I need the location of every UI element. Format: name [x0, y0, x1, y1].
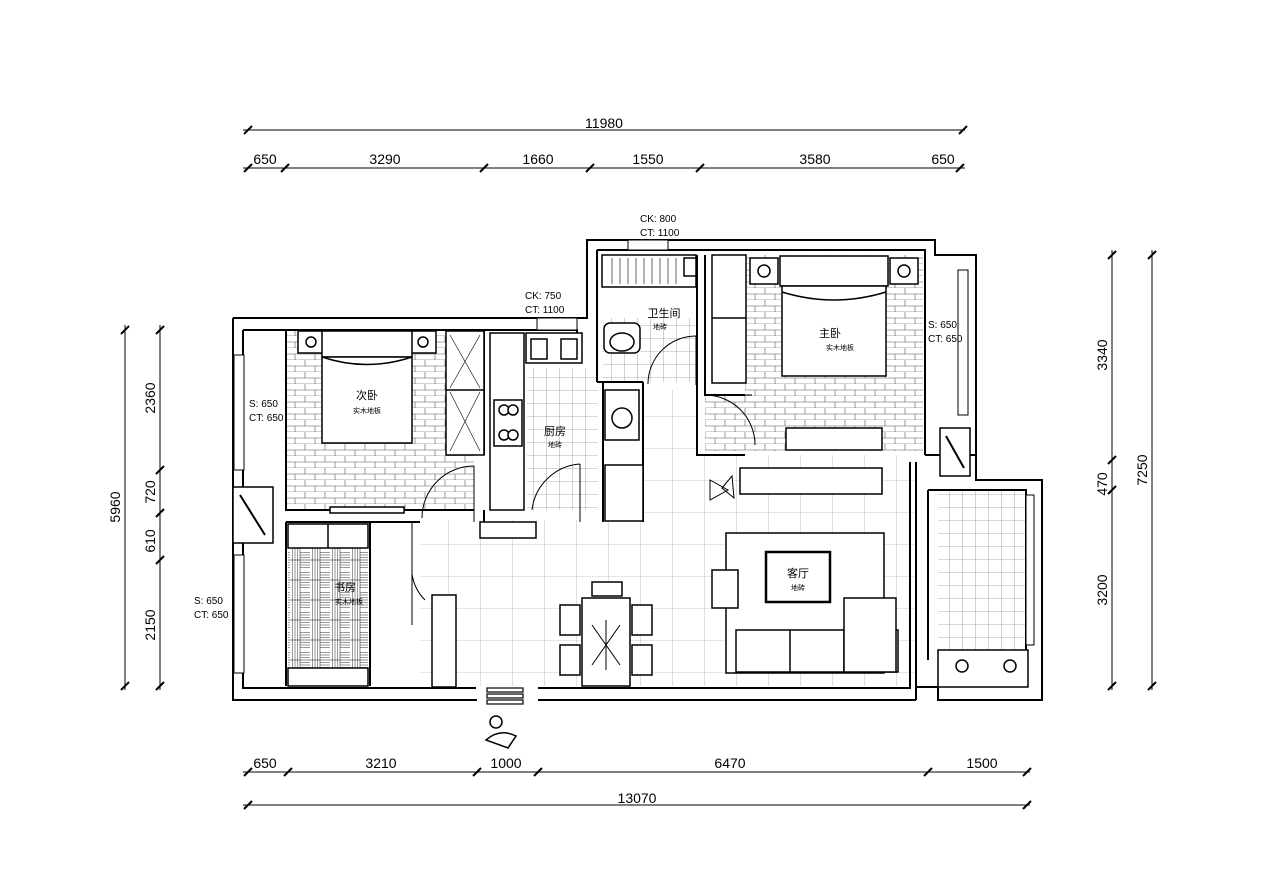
- entry: [484, 687, 524, 749]
- dim-tick: [533, 767, 543, 777]
- window-label: CT: 1100: [640, 228, 680, 239]
- dim-tick: [243, 800, 253, 810]
- dim-tick: [479, 163, 489, 173]
- dim-tick: [120, 325, 130, 335]
- window-labels: CK: 800 CT: 1100 CK: 750 CT: 1100 S: 650…: [194, 214, 963, 621]
- room-name-kitchen: 厨房: [544, 425, 566, 438]
- dim-tick: [1107, 250, 1117, 260]
- dim-tick: [155, 325, 165, 335]
- dim-tick: [955, 163, 965, 173]
- dim-tick: [1147, 250, 1157, 260]
- window-label: S: 650: [249, 399, 278, 410]
- study-furniture: [287, 523, 457, 688]
- dim-top-seg: 650: [253, 151, 277, 167]
- kitchen-counter: [479, 332, 583, 539]
- bottom-segment-labels: 650 3210 1000 6470 1500: [253, 755, 997, 771]
- window-label: S: 650: [194, 596, 223, 607]
- dim-tick: [155, 465, 165, 475]
- bathroom-fixtures: [601, 254, 697, 522]
- dim-left-total: 5960: [107, 491, 123, 522]
- bottom-dimensions: [243, 767, 1032, 810]
- floor-type-master-bedroom: 实木地板: [826, 343, 854, 352]
- top-segment-labels: 650 3290 1660 1550 3580 650: [253, 151, 955, 167]
- second-bedroom-bed: [297, 330, 437, 514]
- living-room-furniture: [709, 474, 899, 674]
- dim-tick: [1022, 800, 1032, 810]
- room-labels: 次卧 实木地板 厨房 地砖 卫生间 地砖 主卧 实木地板 书房 实木地板 客厅 …: [334, 306, 854, 606]
- master-bedroom-bed: [711, 254, 919, 495]
- window-label: CK: 750: [525, 291, 562, 302]
- room-name-bathroom: 卫生间: [648, 306, 681, 320]
- room-name-study: 书房: [334, 581, 356, 594]
- dim-tick: [695, 163, 705, 173]
- left-segment-labels: 2360 720 610 2150: [142, 382, 158, 640]
- floor-type-kitchen: 地砖: [548, 440, 562, 449]
- dim-tick: [472, 767, 482, 777]
- dim-tick: [1107, 455, 1117, 465]
- dim-top-seg: 1550: [632, 151, 663, 167]
- dim-top-total: 11980: [585, 115, 623, 131]
- dim-tick: [280, 163, 290, 173]
- right-segment-labels: 3340 470 3200: [1094, 339, 1110, 605]
- dim-bottom-seg: 6470: [714, 755, 745, 771]
- dim-right-total: 7250: [1134, 454, 1150, 485]
- dim-left-seg: 2150: [142, 609, 158, 640]
- door-swings: [411, 335, 756, 625]
- dim-tick: [1147, 681, 1157, 691]
- room-name-master-bedroom: 主卧: [819, 327, 841, 340]
- dim-top-seg: 3580: [799, 151, 830, 167]
- room-name-living-room: 客厅: [787, 566, 809, 580]
- room-name-second-bedroom: 次卧: [356, 388, 378, 402]
- dim-tick: [243, 125, 253, 135]
- window-label: CT: 650: [249, 413, 284, 424]
- dim-tick: [243, 767, 253, 777]
- dim-left-seg: 610: [142, 529, 158, 553]
- left-dimensions: [120, 325, 165, 691]
- dim-tick: [585, 163, 595, 173]
- dim-tick: [155, 681, 165, 691]
- dim-right-seg: 3340: [1094, 339, 1110, 370]
- dim-top-seg: 3290: [369, 151, 400, 167]
- right-dimensions: [1107, 250, 1157, 691]
- dim-bottom-seg: 650: [253, 755, 277, 771]
- floor-type-living-room: 地砖: [791, 583, 805, 592]
- window-label: CT: 1100: [525, 305, 565, 316]
- dim-tick: [283, 767, 293, 777]
- floor-type-bathroom: 地砖: [653, 322, 667, 331]
- dim-bottom-seg: 3210: [365, 755, 396, 771]
- dining-table: [559, 581, 653, 687]
- dim-top-seg: 1660: [522, 151, 553, 167]
- dim-tick: [1107, 485, 1117, 495]
- window-label: CT: 650: [194, 610, 229, 621]
- windows: [233, 239, 1035, 674]
- dim-tick: [120, 681, 130, 691]
- balcony-appliances: [232, 427, 1029, 688]
- top-dimensions: [243, 125, 968, 173]
- window-label: S: 650: [928, 320, 957, 331]
- dim-top-seg: 650: [931, 151, 955, 167]
- dim-tick: [1022, 767, 1032, 777]
- dim-bottom-seg: 1000: [490, 755, 521, 771]
- floor-type-study: 实木地板: [335, 597, 363, 606]
- window-label: CT: 650: [928, 334, 963, 345]
- dim-tick: [923, 767, 933, 777]
- dim-left-seg: 720: [142, 480, 158, 504]
- dim-tick: [1107, 681, 1117, 691]
- dim-tick: [243, 163, 253, 173]
- dim-tick: [958, 125, 968, 135]
- dim-tick: [155, 555, 165, 565]
- second-bedroom-wardrobe: [445, 330, 485, 456]
- dim-right-seg: 3200: [1094, 574, 1110, 605]
- dim-right-seg: 470: [1094, 472, 1110, 496]
- window-label: CK: 800: [640, 214, 677, 225]
- floor-type-second-bedroom: 实木地板: [353, 406, 381, 415]
- dim-bottom-total: 13070: [618, 790, 657, 806]
- dim-left-seg: 2360: [142, 382, 158, 413]
- dim-tick: [155, 508, 165, 518]
- dim-bottom-seg: 1500: [966, 755, 997, 771]
